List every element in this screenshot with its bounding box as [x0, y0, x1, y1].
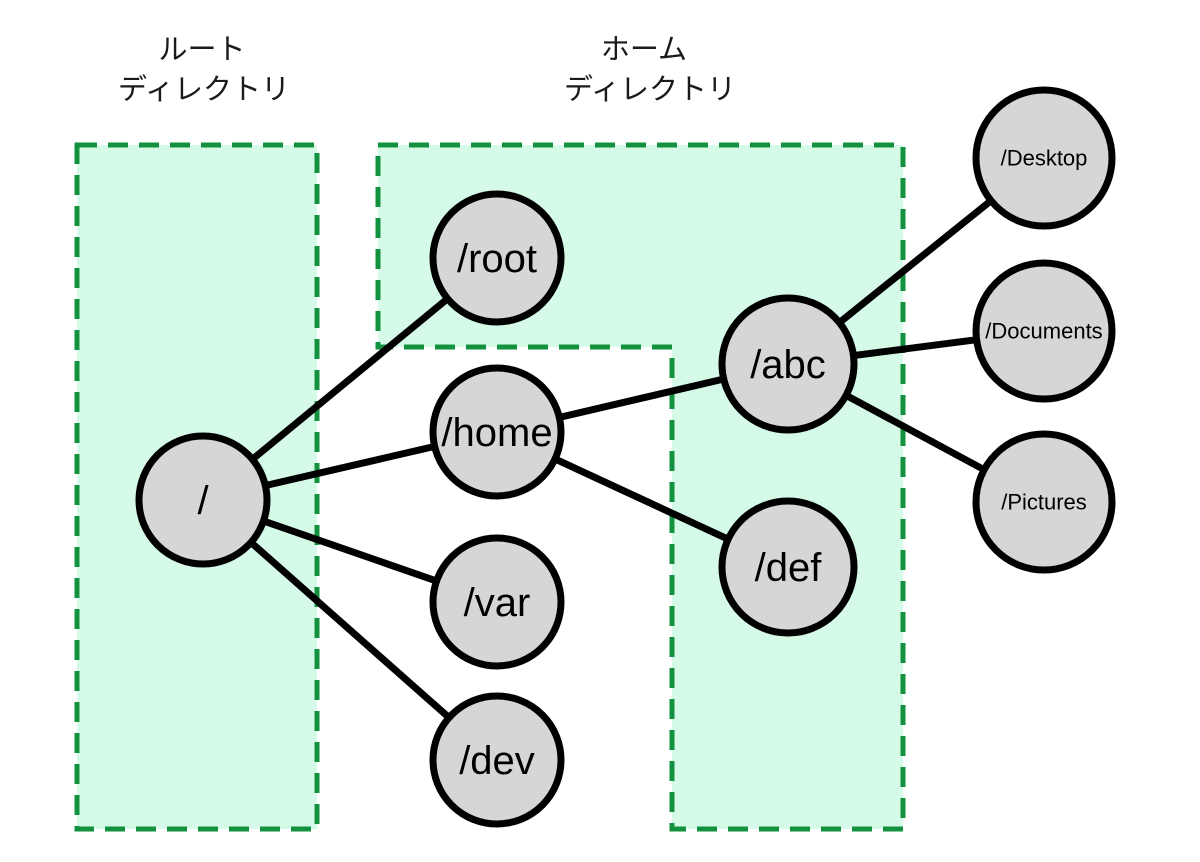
node-def-circle [718, 497, 858, 637]
node-var-label: /var [464, 581, 531, 625]
node-dev: /dev [429, 692, 565, 828]
node-desktop-label: /Desktop [1001, 146, 1088, 171]
node-slash: / [135, 432, 271, 568]
node-slash-label: / [197, 479, 209, 523]
node-var: /var [429, 534, 565, 670]
node-slash-circle [135, 432, 271, 568]
node-home-circle [429, 364, 565, 500]
node-dev-label: /dev [459, 739, 535, 783]
node-pictures-label: /Pictures [1001, 490, 1087, 515]
node-abc: /abc [718, 294, 858, 434]
node-desktop: /Desktop [972, 86, 1116, 230]
node-documents-label: /Documents [985, 319, 1102, 344]
node-documents-circle [972, 259, 1116, 403]
home-directory-label-line1: ホーム [601, 34, 687, 66]
home-directory-label-line2: ディレクトリ [564, 73, 736, 106]
node-pictures-circle [972, 430, 1116, 574]
node-root-label: /root [457, 237, 537, 281]
node-pictures: /Pictures [972, 430, 1116, 574]
node-home-label: /home [441, 411, 552, 455]
root-directory-label-line2: ディレクトリ [118, 73, 290, 106]
node-abc-circle [718, 294, 858, 434]
node-def-label: /def [755, 546, 823, 590]
root-directory-label-line1: ルート [158, 34, 245, 66]
node-root-circle [429, 190, 565, 326]
node-root: /root [429, 190, 565, 326]
node-desktop-circle [972, 86, 1116, 230]
node-var-circle [429, 534, 565, 670]
node-dev-circle [429, 692, 565, 828]
node-documents: /Documents [972, 259, 1116, 403]
node-def: /def [718, 497, 858, 637]
node-home: /home [429, 364, 565, 500]
node-abc-label: /abc [750, 343, 826, 387]
